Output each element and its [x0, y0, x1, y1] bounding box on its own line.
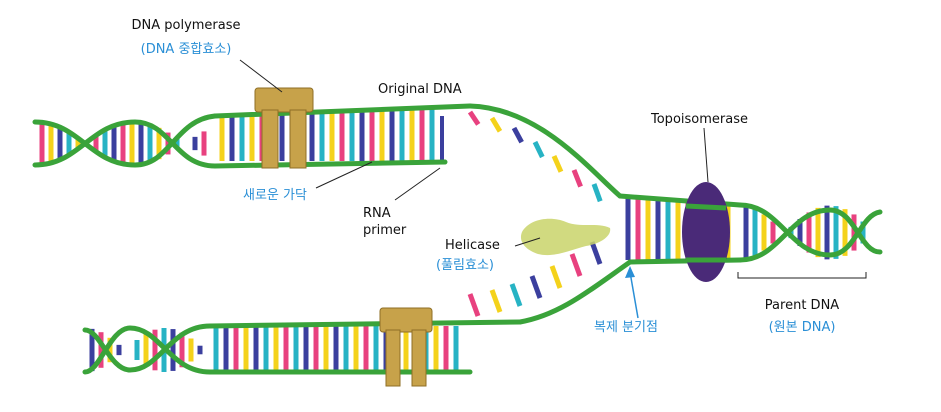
unpaired-base: [467, 110, 481, 126]
lower-left-strand-b: [82, 325, 213, 375]
helicase-ko-label: (풀림효소): [436, 258, 494, 273]
helicase-enzyme: [520, 218, 611, 256]
unpaired-base: [571, 169, 583, 188]
unpaired-base: [467, 293, 481, 317]
upper-template-strand: [212, 103, 473, 119]
dna-polymerase-lower-leg-left: [385, 329, 401, 387]
rna-primer-leader: [394, 167, 441, 201]
unpaired-base: [589, 241, 603, 265]
new-strand-leader: [315, 161, 373, 189]
leader-lines: [239, 59, 867, 319]
unpaired-base: [569, 253, 583, 277]
unpaired-base: [529, 275, 543, 299]
rna-primer-label-line1: RNA: [363, 206, 391, 221]
replication-fork-label: 복제 분기점: [594, 320, 658, 335]
topoisomerase-label: Topoisomerase: [651, 112, 748, 127]
new-strand-label: 새로운 가닥: [243, 188, 307, 203]
unpaired-base: [549, 265, 563, 289]
lower-fork-strand: [517, 259, 633, 325]
topoisomerase-enzyme: [682, 182, 730, 282]
dna-polymerase-ko-label: (DNA 중합효소): [140, 42, 232, 57]
unpaired-base: [511, 126, 524, 144]
dna-polymerase-lower-leg-right: [411, 329, 427, 387]
rna-primer-label-line2: primer: [363, 223, 407, 238]
parent-dna-bracket: [737, 272, 867, 279]
parent-dna-ko-label: (원본 DNA): [768, 320, 836, 335]
upper-left-strand-b: [32, 119, 218, 169]
original-dna-label: Original DNA: [378, 82, 462, 97]
dna-polymerase-top: [254, 87, 314, 113]
upper-left-strand-a: [32, 113, 218, 168]
upper-fork-strand: [467, 103, 623, 199]
dna-polymerase-label: DNA polymerase: [131, 18, 241, 33]
right-helix-strand-a: [737, 202, 883, 258]
unpaired-base: [509, 283, 523, 307]
helicase-label: Helicase: [445, 238, 500, 253]
right-helix-strand-b: [737, 207, 883, 263]
dna-polymerase-leader: [239, 59, 283, 93]
topoisomerase-leader: [703, 127, 709, 183]
replication-fork-arrow-shaft: [629, 271, 639, 319]
enzymes: [254, 87, 730, 387]
sugar-phosphate-backbones: [32, 103, 883, 375]
dna-polymerase-leg-right: [289, 109, 307, 169]
unpaired-base: [551, 154, 564, 173]
unpaired-base: [532, 140, 545, 159]
helicase-leader: [514, 237, 541, 247]
unpaired-base: [489, 116, 503, 133]
replication-fork-arrow-head: [625, 266, 635, 278]
parent-dna-label: Parent DNA: [764, 298, 840, 313]
unpaired-base: [489, 289, 503, 313]
topoisomerase-strand-overlay: [685, 203, 727, 211]
upper-new-strand: [212, 159, 448, 169]
dna-polymerase-lower-top: [379, 307, 433, 333]
lower-left-strand-a: [82, 323, 213, 373]
lower-template-strand: [207, 319, 523, 329]
unpaired-base: [591, 183, 603, 203]
dna-polymerase-leg-left: [261, 109, 279, 169]
